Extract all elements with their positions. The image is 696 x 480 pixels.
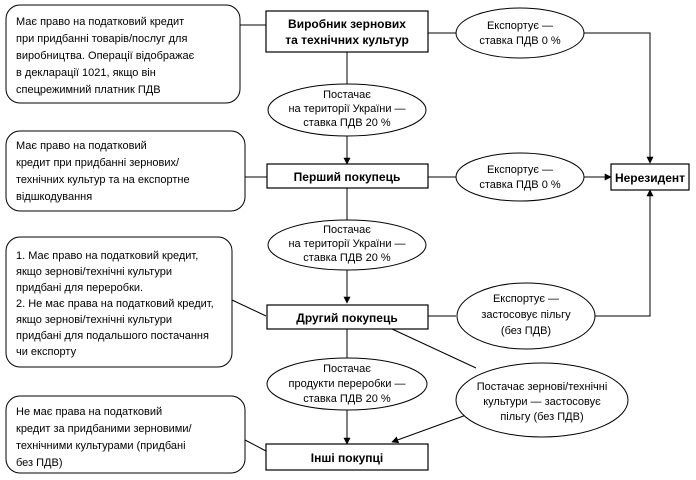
svg-text:Нерезидент: Нерезидент — [615, 171, 685, 185]
note-second-buyer: 1. Має право на податковий кредит, якщо … — [5, 236, 233, 368]
svg-text:та технічних культур: та технічних культур — [285, 33, 409, 47]
svg-text:Має право на податковий: Має право на податковий — [16, 140, 147, 152]
svg-text:Постачає: Постачає — [323, 89, 371, 101]
svg-text:Експортує —: Експортує — — [487, 20, 553, 32]
svg-text:1. Має право на податковий кре: 1. Має право на податковий кредит, — [16, 250, 198, 262]
note-first-buyer: Має право на податковий кредит при придб… — [5, 130, 246, 212]
svg-text:чи експорту: чи експорту — [16, 346, 77, 358]
svg-text:пільгу (без ПДВ): пільгу (без ПДВ) — [500, 411, 583, 423]
svg-text:Постачає: Постачає — [323, 363, 371, 375]
svg-text:на території України —: на території України — — [288, 103, 405, 115]
svg-text:Виробник зернових: Виробник зернових — [288, 17, 406, 31]
node-nonresident: Нерезидент — [610, 163, 690, 191]
svg-text:2. Не має права на податковий: 2. Не має права на податковий кредит, — [16, 298, 214, 310]
svg-text:(без ПДВ): (без ПДВ) — [501, 325, 551, 337]
svg-text:якщо зернові/технічні культури: якщо зернові/технічні культури — [16, 266, 172, 278]
node-second-buyer: Другий покупець — [266, 304, 429, 330]
svg-text:якщо зернові/технічні культури: якщо зернові/технічні культури — [16, 314, 172, 326]
svg-text:ставка ПДВ 0 %: ставка ПДВ 0 % — [479, 179, 561, 191]
svg-text:Перший покупець: Перший покупець — [294, 170, 401, 184]
svg-text:ставка ПДВ 20 %: ставка ПДВ 20 % — [303, 393, 391, 405]
svg-text:кредит при придбанні зернових/: кредит при придбанні зернових/ — [16, 157, 180, 169]
note-pointer-other — [244, 439, 267, 452]
svg-text:ставка ПДВ 20 %: ставка ПДВ 20 % — [303, 252, 391, 264]
svg-text:Не має права на податковий: Не має права на податковий — [16, 406, 162, 418]
svg-text:продукти переробки —: продукти переробки — — [289, 378, 406, 390]
oval-export-0-top: Експортує — ставка ПДВ 0 % — [455, 7, 585, 59]
svg-text:без ПДВ): без ПДВ) — [16, 457, 63, 469]
connector-export-nonresident-bottom — [595, 189, 654, 317]
svg-text:застосовує пільгу: застосовує пільгу — [481, 309, 571, 321]
svg-text:придбані для подальшого постач: придбані для подальшого постачання — [16, 330, 209, 342]
oval-supply-ukraine-2: Постачає на території України — ставка П… — [267, 219, 427, 271]
oval-supply-ukraine-1: Постачає на території України — ставка П… — [267, 83, 427, 137]
svg-text:Постачає: Постачає — [323, 224, 371, 236]
svg-text:технічних культур та на експор: технічних культур та на експортне — [16, 174, 190, 186]
svg-text:ставка ПДВ 20 %: ставка ПДВ 20 % — [303, 117, 391, 129]
svg-text:придбані для переробки.: придбані для переробки. — [16, 282, 143, 294]
note-pointer-second — [231, 299, 267, 317]
oval-export-benefit: Експортує — застосовує пільгу (без ПДВ) — [456, 282, 596, 350]
node-first-buyer: Перший покупець — [266, 163, 429, 189]
svg-text:Інші покупці: Інші покупці — [311, 451, 383, 465]
connector-export-nonresident-top — [584, 32, 654, 164]
note-producer: Має право на податковий кредит при придб… — [5, 4, 241, 104]
svg-text:Експортує —: Експортує — — [493, 293, 559, 305]
svg-text:виробництва. Операції відображ: виробництва. Операції відображає — [16, 50, 195, 62]
svg-text:Експортує —: Експортує — — [487, 164, 553, 176]
connector-second-grain-supply — [391, 328, 477, 369]
svg-text:на території України —: на території України — — [288, 238, 405, 250]
svg-text:культури — застосовує: культури — застосовує — [483, 396, 601, 408]
oval-export-0-mid: Експортує — ставка ПДВ 0 % — [455, 152, 585, 202]
svg-text:Має право на податковий кредит: Має право на податковий кредит — [16, 16, 184, 28]
svg-text:кредит за придбаними зерновими: кредит за придбаними зерновими/ — [16, 423, 193, 435]
oval-supply-grain-benefit: Постачає зернові/технічні культури — зас… — [455, 362, 629, 438]
svg-text:відшкодування: відшкодування — [16, 191, 92, 203]
svg-text:при придбанні товарів/послуг д: при придбанні товарів/послуг для — [16, 33, 187, 45]
oval-supply-products: Постачає продукти переробки — ставка ПДВ… — [266, 357, 428, 411]
svg-text:спецрежимний платник ПДВ: спецрежимний платник ПДВ — [16, 84, 161, 96]
svg-text:Другий покупець: Другий покупець — [296, 311, 397, 325]
svg-text:ставка ПДВ 0 %: ставка ПДВ 0 % — [479, 35, 561, 47]
svg-text:технічними культурами (придбан: технічними культурами (придбані — [16, 440, 186, 452]
note-other-buyers: Не має права на податковий кредит за при… — [5, 395, 246, 474]
svg-text:в декларації 1021, якщо він: в декларації 1021, якщо він — [16, 67, 156, 79]
node-other-buyers: Інші покупці — [265, 443, 429, 471]
svg-text:Постачає зернові/технічні: Постачає зернові/технічні — [477, 381, 608, 393]
node-producer: Виробник зернових та технічних культур — [265, 10, 429, 53]
